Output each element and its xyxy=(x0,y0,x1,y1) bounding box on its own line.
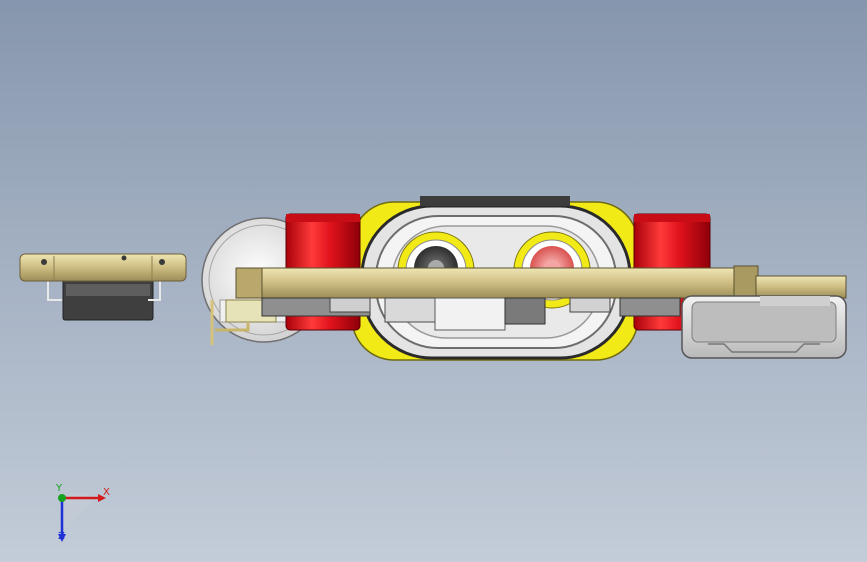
z-axis-arrowhead xyxy=(58,534,66,542)
x-axis-label: X xyxy=(103,487,110,498)
x-axis-arrowhead xyxy=(98,494,106,502)
usb-connector[interactable] xyxy=(681,295,847,359)
y-axis-label: Y xyxy=(56,483,63,494)
left-connector[interactable] xyxy=(19,253,187,321)
y-axis-dot xyxy=(58,494,66,502)
coordinate-triad xyxy=(58,493,106,542)
z-axis-label: Z xyxy=(58,531,65,542)
main-board[interactable] xyxy=(235,265,847,299)
